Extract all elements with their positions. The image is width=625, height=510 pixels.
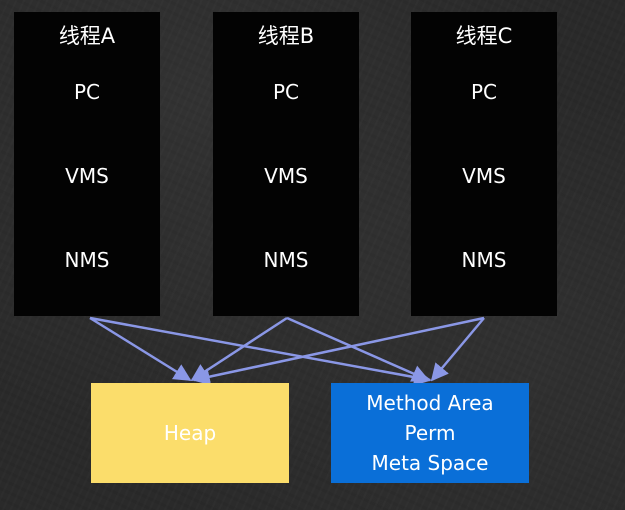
thread-a-panel: 线程A PC VMS NMS (14, 12, 160, 316)
thread-a-vms: VMS (65, 164, 109, 188)
arrow-a-to-method-area (89, 316, 432, 386)
thread-b-pc: PC (272, 80, 300, 104)
thread-c-pc: PC (470, 80, 498, 104)
thread-b-nms: NMS (263, 248, 309, 272)
method-area-box: Method Area Perm Meta Space (331, 383, 529, 483)
thread-a-title: 线程A (58, 24, 116, 48)
arrow-a-to-heap (89, 316, 192, 382)
arrow-c-to-method-area (430, 317, 485, 382)
thread-c-vms: VMS (462, 164, 506, 188)
method-area-line-3: Meta Space (371, 451, 489, 475)
heap-box: Heap (91, 383, 289, 483)
thread-c-nms: NMS (461, 248, 507, 272)
method-area-line-2: Perm (404, 421, 456, 445)
thread-c-title: 线程C (455, 24, 513, 48)
thread-a-pc: PC (73, 80, 101, 104)
arrow-c-to-heap (192, 316, 485, 386)
method-area-line-1: Method Area (366, 391, 494, 415)
thread-b-vms: VMS (264, 164, 308, 188)
thread-b-title: 线程B (257, 24, 315, 48)
heap-label: Heap (163, 421, 217, 445)
thread-a-nms: NMS (64, 248, 110, 272)
thread-c-panel: 线程C PC VMS NMS (411, 12, 557, 316)
thread-b-panel: 线程B PC VMS NMS (213, 12, 359, 316)
arrow-b-to-method-area (286, 316, 430, 382)
